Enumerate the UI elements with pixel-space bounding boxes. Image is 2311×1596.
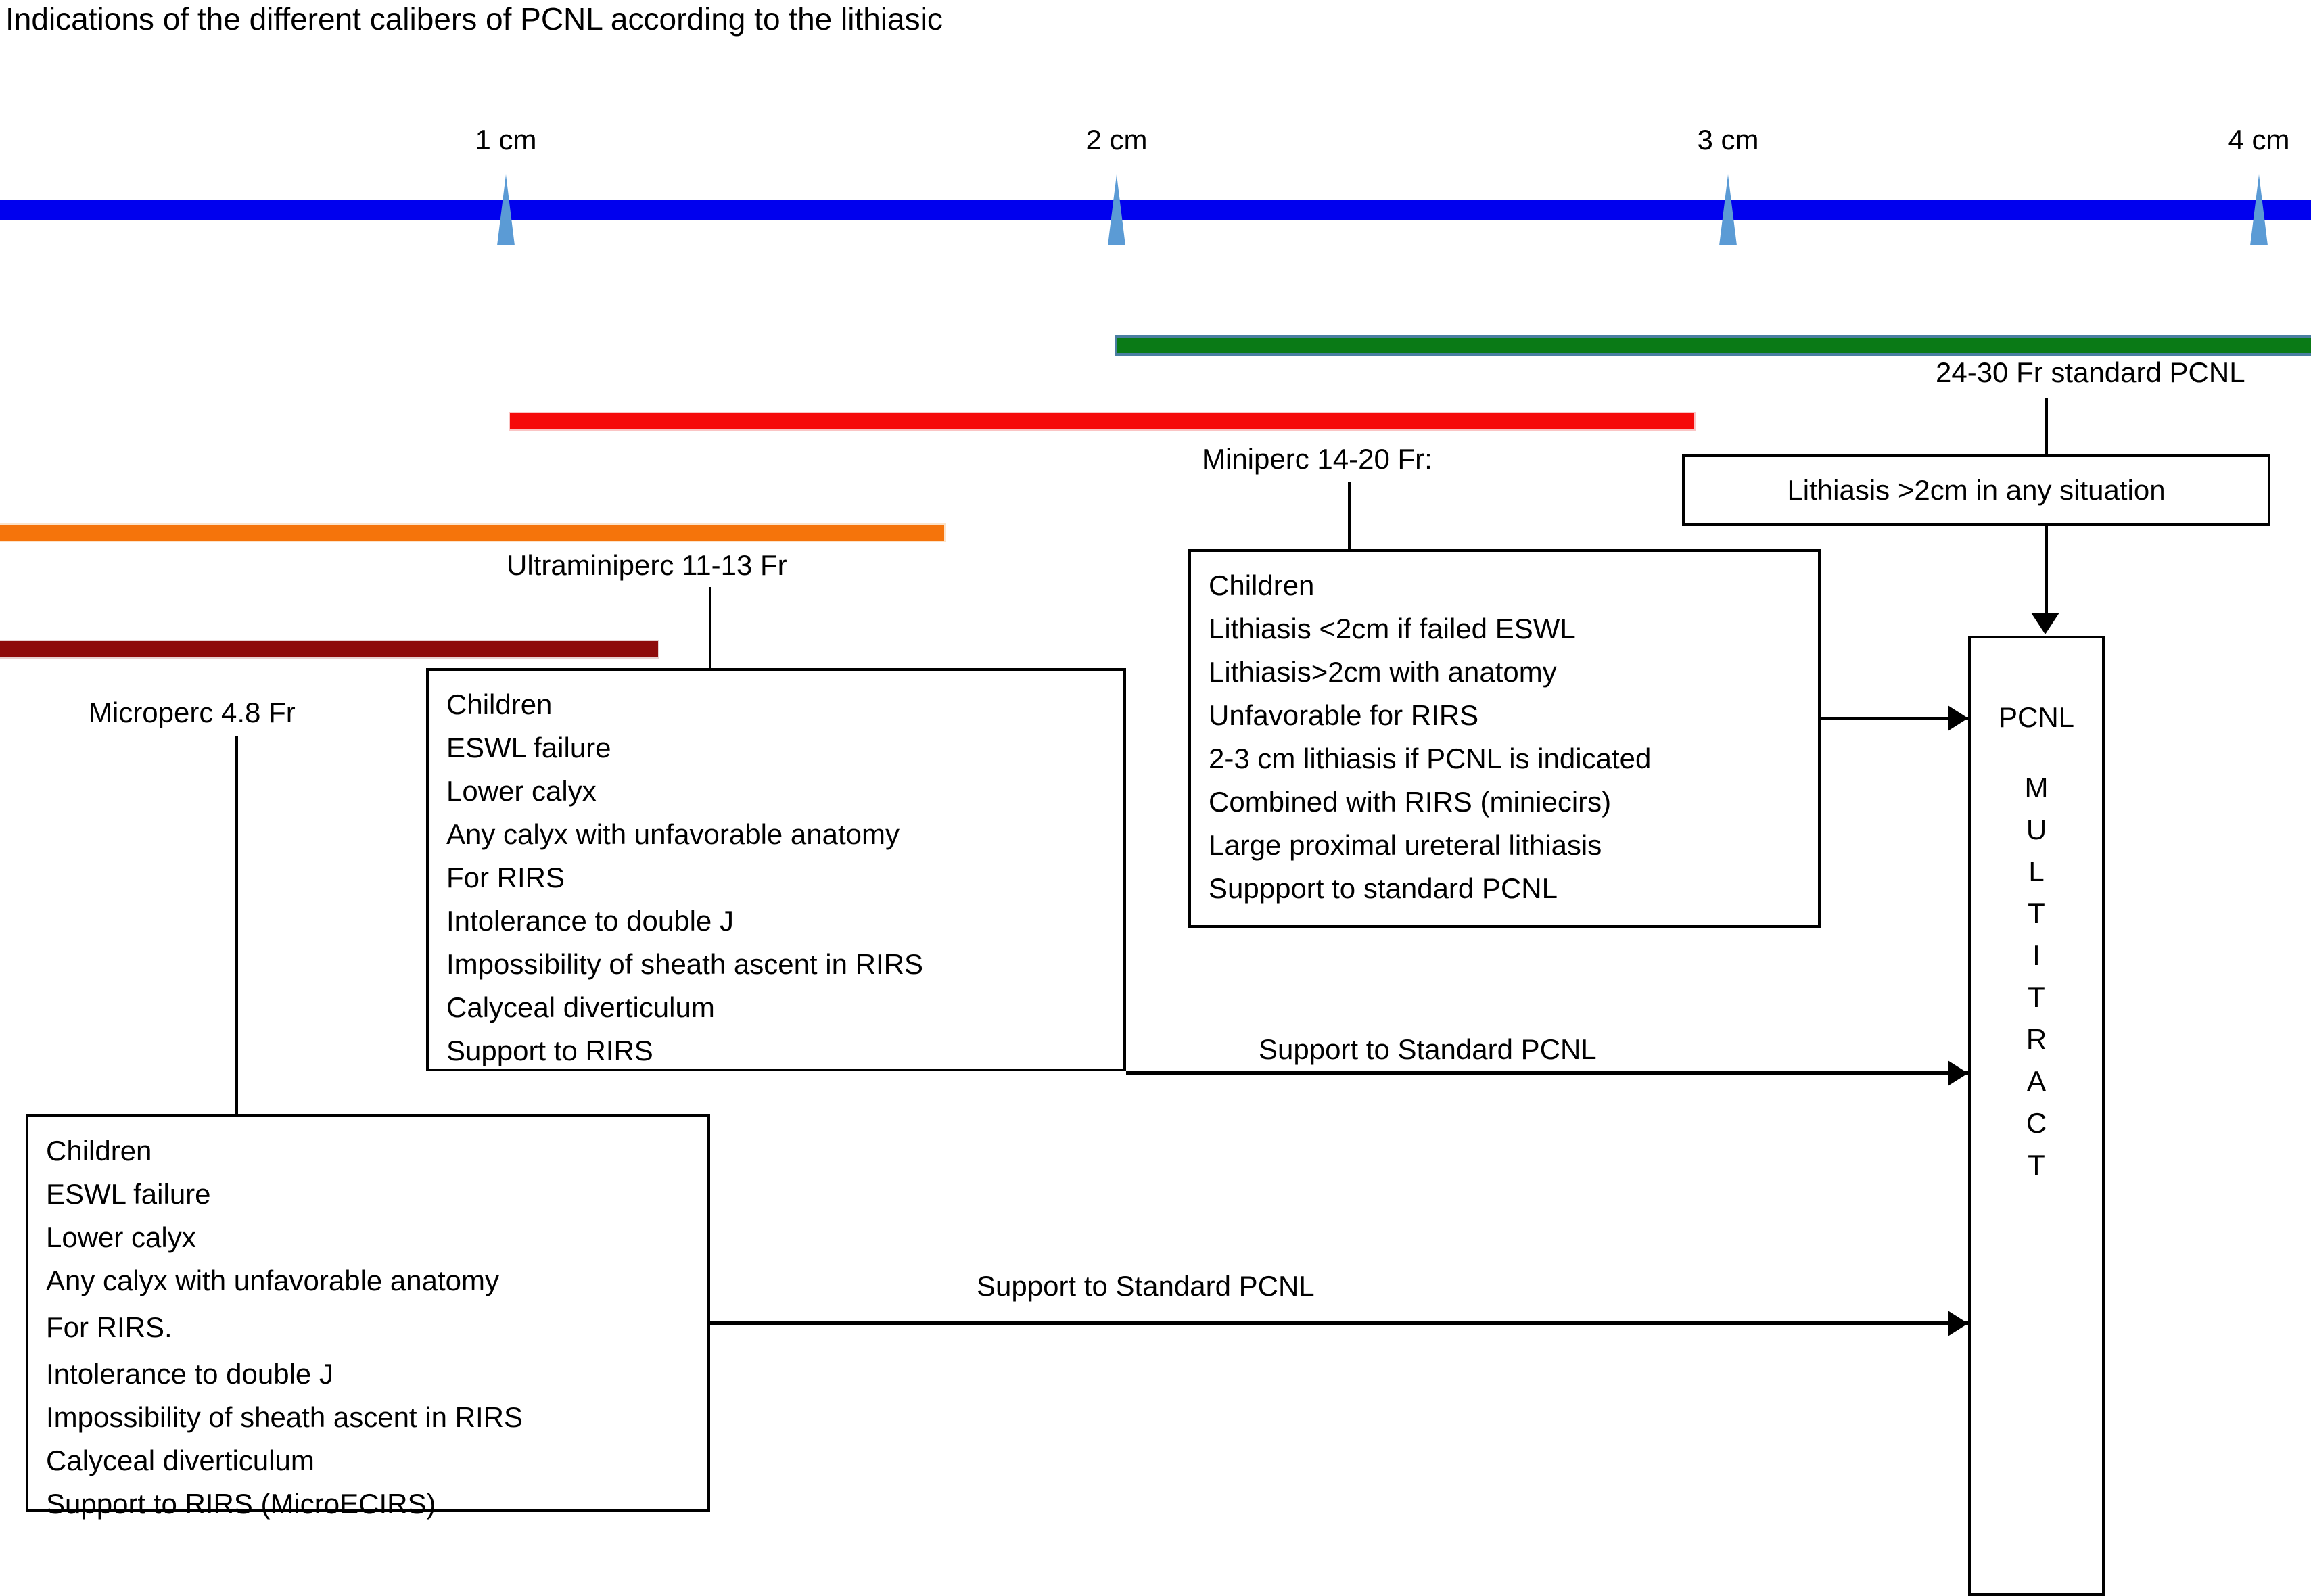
miniperc-indications-box: Children Lithiasis <2cm if failed ESWL L… [1188, 549, 1821, 928]
connector-microperc-caption-to-box [235, 736, 238, 1114]
multitract-letter: I [2032, 939, 2040, 971]
caption-ultraminiperc: Ultraminiperc 11-13 Fr [507, 549, 787, 581]
range-bar-ultraminiperc [0, 525, 944, 541]
edge-label-support-lower: Support to Standard PCNL [977, 1270, 1315, 1302]
miniperc-line: Unfavorable for RIRS [1209, 699, 1479, 731]
ultraminiperc-line: Intolerance to double J [446, 905, 734, 937]
ruler-tick-label-4cm: 4 cm [2228, 124, 2290, 156]
ruler-tick-label-3cm: 3 cm [1697, 124, 1759, 156]
caption-microperc: Microperc 4.8 Fr [89, 697, 296, 728]
miniperc-line: Lithiasis <2cm if failed ESWL [1209, 613, 1576, 644]
pcnl-multitract-box: PCNL M U L T I T R A C T [1968, 636, 2105, 1596]
connector-miniperc-to-multitract-line [1821, 717, 2045, 720]
miniperc-line: Children [1209, 569, 1315, 601]
multitract-letter: A [2026, 1065, 2046, 1097]
connector-lithiasis-to-multitract-line [2045, 526, 2048, 614]
edge-label-support-upper: Support to Standard PCNL [1259, 1033, 1597, 1065]
microperc-line: Children [46, 1135, 152, 1167]
microperc-line: Support to RIRS (MicroECIRS) [46, 1488, 436, 1520]
connector-microperc-to-multitract-line [710, 1321, 1971, 1325]
connector-ultraminiperc-to-multitract-line [1126, 1071, 1971, 1075]
connector-miniperc-to-multitract-arrow [1948, 705, 1968, 731]
lithiasis-criteria-text: Lithiasis >2cm in any situation [1787, 474, 2166, 506]
connector-miniperc-caption-to-box [1348, 482, 1351, 549]
ultraminiperc-line: Impossibility of sheath ascent in RIRS [446, 948, 923, 980]
multitract-head-label: PCNL [1998, 701, 2075, 733]
connector-standard-to-lithiasis [2045, 398, 2048, 454]
miniperc-line: Combined with RIRS (miniecirs) [1209, 786, 1612, 818]
miniperc-line: Lithiasis>2cm with anatomy [1209, 656, 1557, 688]
microperc-line: Calyceal diverticulum [46, 1445, 314, 1476]
connector-microperc-to-multitract-arrow [1948, 1311, 1968, 1336]
range-bar-standard-pcnl [1115, 335, 2311, 356]
miniperc-line: Large proximal ureteral lithiasis [1209, 829, 1602, 861]
microperc-indications-box: Children ESWL failure Lower calyx Any ca… [26, 1114, 710, 1520]
multitract-letter: U [2026, 814, 2047, 845]
miniperc-line: Suppport to standard PCNL [1209, 872, 1558, 904]
ultraminiperc-line: For RIRS [446, 862, 565, 893]
ultraminiperc-line: Children [446, 688, 553, 720]
multitract-letter: T [2028, 897, 2045, 929]
multitract-letter: T [2028, 1149, 2045, 1181]
microperc-line: Impossibility of sheath ascent in RIRS [46, 1401, 523, 1433]
lithiasis-criteria-box: Lithiasis >2cm in any situation [1682, 454, 2270, 526]
ruler-tick-label-1cm: 1 cm [475, 124, 537, 156]
microperc-line: Intolerance to double J [46, 1358, 333, 1390]
multitract-letter: L [2028, 855, 2045, 887]
connector-ultraminiperc-caption-to-box [709, 587, 711, 668]
caption-miniperc: Miniperc 14-20 Fr: [1202, 443, 1432, 475]
ultraminiperc-line: ESWL failure [446, 732, 611, 764]
multitract-vertical-letters: M U L T I T R A C T [1971, 767, 2102, 1186]
ultraminiperc-line: Support to RIRS [446, 1035, 653, 1066]
microperc-line: Any calyx with unfavorable anatomy [46, 1265, 500, 1296]
ultraminiperc-line: Calyceal diverticulum [446, 991, 715, 1023]
scale-ruler-bar [0, 200, 2311, 220]
multitract-letter: M [2024, 772, 2049, 803]
range-bar-miniperc [510, 413, 1694, 429]
multitract-letter: T [2028, 981, 2045, 1013]
ultraminiperc-line: Lower calyx [446, 775, 597, 807]
caption-standard-pcnl: 24-30 Fr standard PCNL [1936, 356, 2245, 388]
microperc-line: Lower calyx [46, 1221, 196, 1253]
ruler-tick-label-2cm: 2 cm [1086, 124, 1148, 156]
multitract-letter: C [2026, 1107, 2047, 1139]
connector-lithiasis-to-multitract-arrow [2031, 613, 2059, 634]
connector-ultraminiperc-to-multitract-arrow [1948, 1060, 1968, 1086]
miniperc-line: 2-3 cm lithiasis if PCNL is indicated [1209, 743, 1652, 774]
multitract-letter: R [2026, 1023, 2047, 1055]
ultraminiperc-indications-box: Children ESWL failure Lower calyx Any ca… [426, 668, 1126, 1071]
microperc-line: For RIRS. [46, 1311, 172, 1343]
range-bar-microperc [0, 641, 658, 657]
microperc-line: ESWL failure [46, 1178, 211, 1210]
page-title: Indications of the different calibers of… [5, 1, 943, 37]
ultraminiperc-line: Any calyx with unfavorable anatomy [446, 818, 900, 850]
